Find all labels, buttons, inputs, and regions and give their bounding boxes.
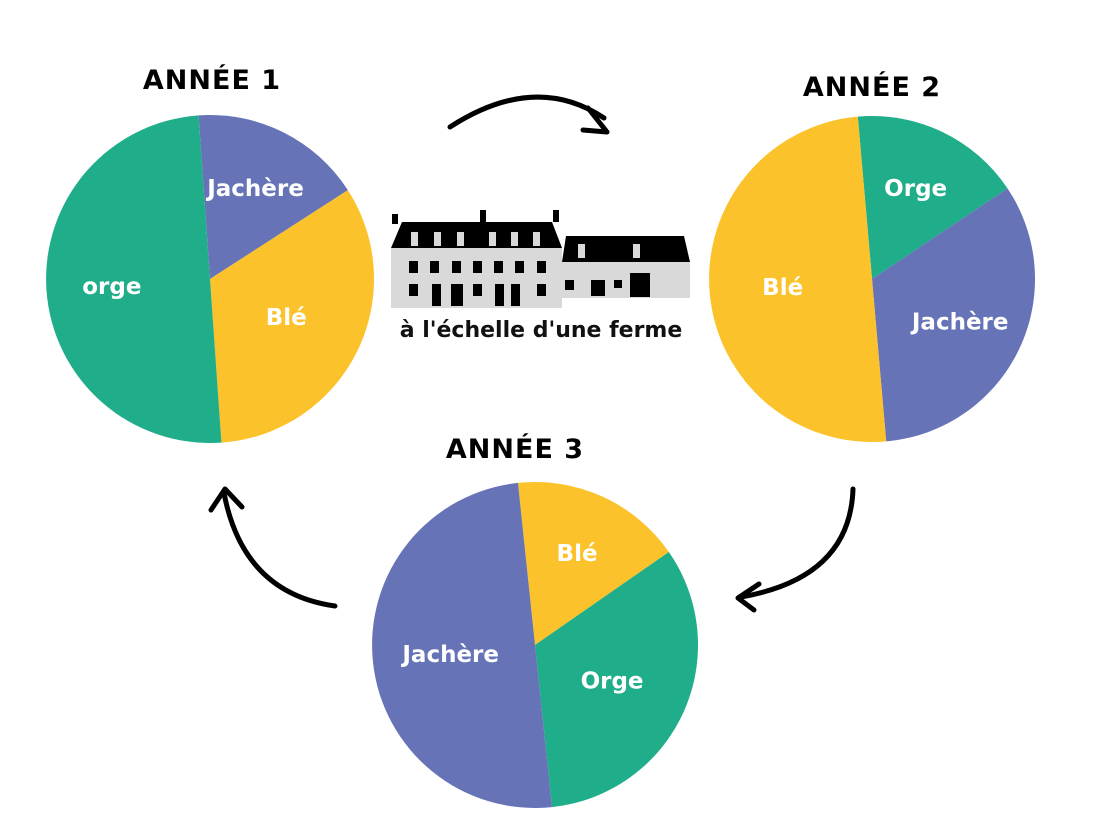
pie-title-annee-3: ANNÉE 3 [446, 433, 584, 465]
curved-arrow-icon [447, 94, 610, 135]
pie-slice-ble [709, 116, 887, 442]
farm-building-icon [391, 210, 690, 308]
slice-label: Blé [557, 541, 598, 567]
slice-label: Blé [266, 305, 307, 331]
pie-slice-orge [46, 115, 222, 443]
pie-slice-jachere [372, 482, 553, 808]
slice-label: Blé [762, 275, 803, 301]
pie-slice-orge [857, 116, 1008, 280]
pie-slice-ble [517, 482, 669, 645]
slice-label: Jachère [205, 176, 304, 202]
slice-label: Jachère [910, 309, 1009, 335]
pie-title-annee-2: ANNÉE 2 [803, 71, 941, 103]
pie-slice-jachere [198, 115, 348, 279]
curved-arrow-icon [208, 486, 338, 609]
slice-label: orge [82, 274, 141, 300]
pie-slice-jachere [872, 188, 1035, 442]
slice-label: Orge [884, 176, 947, 202]
slice-label: Jachère [400, 642, 499, 668]
pie-slice-orge [535, 551, 698, 808]
slice-label: Orge [581, 668, 644, 694]
curved-arrow-icon [735, 486, 856, 613]
pie-title-annee-1: ANNÉE 1 [143, 64, 281, 96]
farm-caption: à l'échelle d'une ferme [400, 318, 683, 343]
pie-slice-ble [210, 190, 374, 443]
